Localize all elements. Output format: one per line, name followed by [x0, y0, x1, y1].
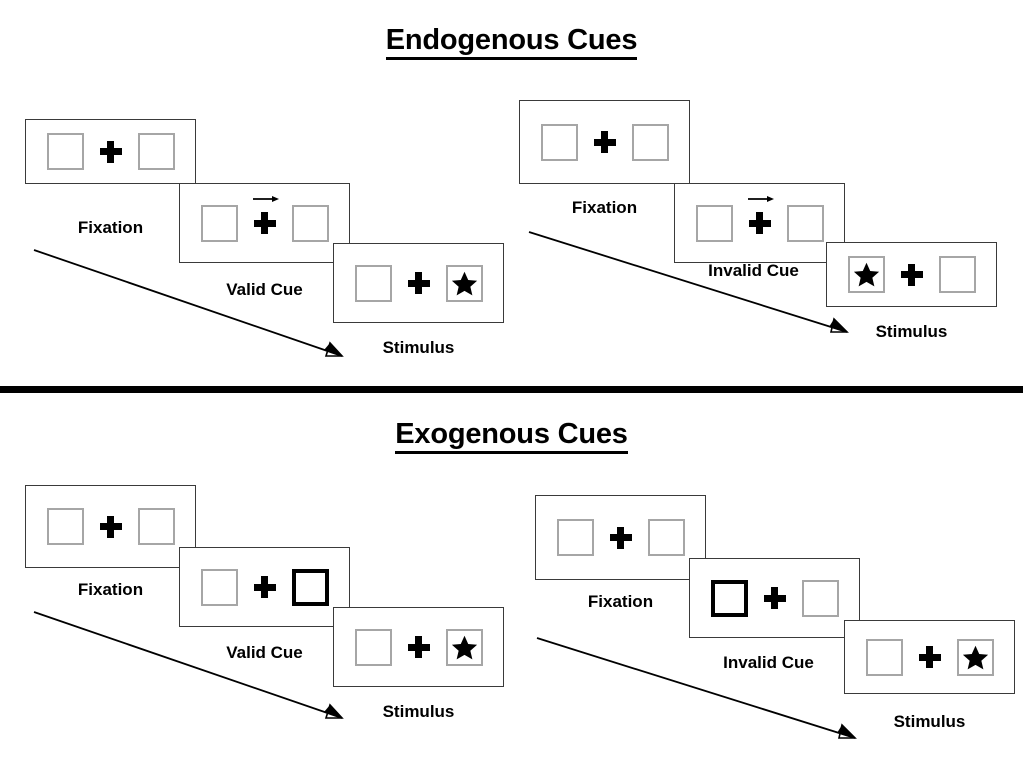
placeholder-box-left [200, 568, 238, 606]
placeholder-box-right [137, 133, 175, 170]
target-box-right [445, 264, 483, 302]
plus-icon [748, 212, 771, 234]
time-arrow-icon-exogenous-invalid [536, 637, 857, 739]
caption-exogenous-invalid-stimulus: Stimulus [893, 712, 966, 731]
caption-exogenous-valid-stimulus: Stimulus [382, 702, 455, 721]
placeholder-box-left [46, 508, 84, 545]
placeholder-box-left [200, 204, 238, 242]
placeholder-box-left [46, 133, 84, 170]
arrow-right-icon [747, 196, 774, 202]
caption-endogenous-invalid-cue: Invalid Cue [708, 261, 799, 280]
caption-exogenous-invalid-fixation: Fixation [587, 592, 654, 611]
cue-center-stack [252, 196, 279, 234]
section-title-endogenous: Endogenous Cues [0, 24, 1023, 60]
placeholder-box-left [695, 204, 733, 242]
arrow-right-icon [252, 196, 279, 202]
cued-box-left [710, 579, 748, 617]
plus-icon [609, 526, 632, 549]
panel-endogenous-invalid-fixation [519, 100, 690, 184]
target-box-right [445, 628, 483, 666]
star-icon [451, 635, 477, 659]
time-arrow-icon-endogenous-valid [33, 249, 344, 357]
placeholder-box-right [291, 204, 329, 242]
cue-center-stack [747, 196, 774, 234]
panel-endogenous-valid-fixation [25, 119, 196, 184]
target-box-right [956, 638, 994, 676]
panel-endogenous-valid-stimulus [333, 243, 504, 323]
plus-icon [900, 263, 923, 286]
placeholder-box-left [354, 264, 392, 302]
placeholder-box-left [354, 628, 392, 666]
plus-icon [407, 636, 430, 658]
panel-endogenous-invalid-cue [674, 183, 845, 263]
plus-icon [253, 576, 276, 598]
placeholder-box-right [631, 123, 669, 161]
panel-exogenous-valid-cue [179, 547, 350, 627]
star-icon [962, 645, 988, 669]
time-arrow-icon-exogenous-valid [33, 611, 344, 719]
plus-icon [99, 140, 122, 163]
placeholder-box-left [556, 519, 594, 556]
caption-endogenous-valid-stimulus: Stimulus [382, 338, 455, 357]
section-title-exogenous: Exogenous Cues [0, 418, 1023, 454]
placeholder-box-left [540, 123, 578, 161]
target-box-left [847, 256, 885, 293]
star-icon [853, 262, 879, 287]
section-title-exogenous-text: Exogenous Cues [395, 418, 628, 454]
placeholder-box-left [865, 638, 903, 676]
plus-icon [763, 587, 786, 609]
star-icon [451, 271, 477, 295]
section-divider [0, 386, 1023, 393]
plus-icon [918, 646, 941, 668]
panel-endogenous-valid-cue [179, 183, 350, 263]
time-arrow-icon-endogenous-invalid [528, 231, 849, 333]
caption-endogenous-invalid-fixation: Fixation [571, 198, 638, 217]
placeholder-box-right [786, 204, 824, 242]
panel-exogenous-valid-fixation [25, 485, 196, 568]
caption-endogenous-valid-fixation: Fixation [77, 218, 144, 237]
caption-exogenous-invalid-cue: Invalid Cue [723, 653, 814, 672]
plus-icon [253, 212, 276, 234]
placeholder-box-right [137, 508, 175, 545]
caption-exogenous-valid-cue: Valid Cue [226, 643, 303, 662]
plus-icon [99, 515, 122, 538]
panel-exogenous-invalid-cue [689, 558, 860, 638]
panel-exogenous-invalid-fixation [535, 495, 706, 580]
section-title-endogenous-text: Endogenous Cues [385, 24, 637, 60]
plus-icon [593, 131, 616, 153]
caption-endogenous-invalid-stimulus: Stimulus [875, 322, 948, 341]
cued-box-right [291, 568, 329, 606]
placeholder-box-right [647, 519, 685, 556]
caption-endogenous-valid-cue: Valid Cue [226, 280, 303, 299]
placeholder-box-right [938, 256, 976, 293]
caption-exogenous-valid-fixation: Fixation [77, 580, 144, 599]
placeholder-box-right [801, 579, 839, 617]
panel-endogenous-invalid-stimulus [826, 242, 997, 307]
panel-exogenous-valid-stimulus [333, 607, 504, 687]
panel-exogenous-invalid-stimulus [844, 620, 1015, 694]
plus-icon [407, 272, 430, 294]
